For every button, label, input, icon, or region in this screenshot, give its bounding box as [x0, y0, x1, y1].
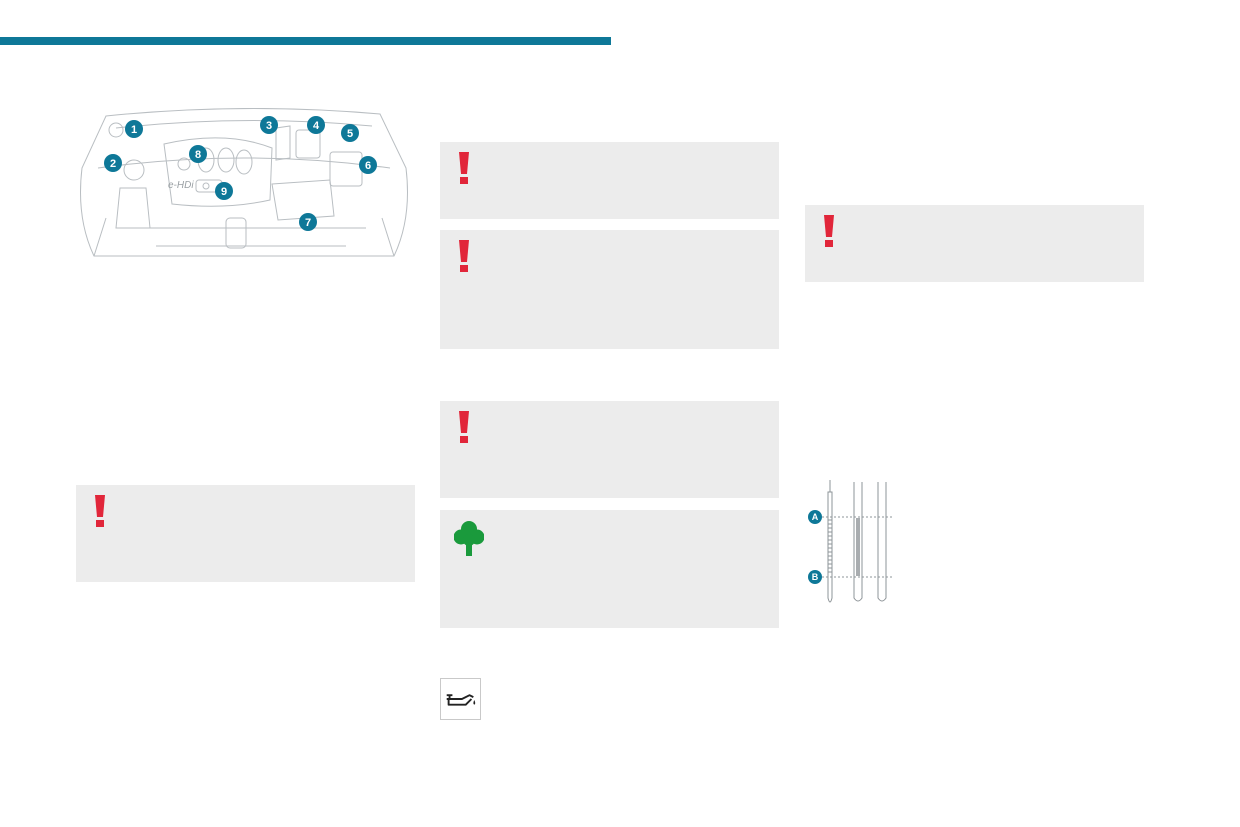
svg-text:8: 8 — [195, 149, 201, 161]
svg-text:4: 4 — [313, 120, 320, 132]
callout-marker: 7 — [299, 213, 317, 231]
warning-note — [440, 401, 779, 498]
eco-note — [440, 510, 779, 628]
svg-text:9: 9 — [221, 186, 227, 198]
callout-marker: 4 — [307, 116, 325, 134]
exclamation-warning-icon — [459, 411, 469, 443]
exclamation-warning-icon — [95, 495, 105, 527]
warning-note — [440, 230, 779, 349]
engine-logo-text: e-HDi — [168, 180, 194, 191]
svg-text:B: B — [812, 572, 819, 582]
callout-marker: 9 — [215, 182, 233, 200]
oil-pressure-icon-box — [440, 678, 481, 720]
engine-compartment-illustration: e-HDi 1 2 3 4 5 6 7 8 9 — [80, 108, 408, 257]
svg-text:5: 5 — [347, 128, 353, 140]
svg-text:7: 7 — [305, 217, 311, 229]
warning-note — [440, 142, 779, 219]
oil-can-icon — [446, 694, 476, 706]
svg-text:A: A — [812, 512, 819, 522]
level-marker-min: B — [808, 570, 822, 584]
warning-note — [805, 205, 1144, 282]
callout-marker: 6 — [359, 156, 377, 174]
svg-text:6: 6 — [365, 160, 371, 172]
section-header-rule — [0, 37, 611, 45]
exclamation-warning-icon — [824, 215, 834, 247]
svg-text:1: 1 — [131, 124, 137, 136]
eco-tree-icon — [454, 521, 484, 556]
callout-marker: 5 — [341, 124, 359, 142]
exclamation-warning-icon — [459, 152, 469, 184]
callout-marker: 2 — [104, 154, 122, 172]
level-marker-max: A — [808, 510, 822, 524]
callout-marker: 1 — [125, 120, 143, 138]
callout-marker: 3 — [260, 116, 278, 134]
dipstick-level-illustration: A B — [808, 480, 892, 603]
callout-marker: 8 — [189, 145, 207, 163]
warning-note — [76, 485, 415, 582]
exclamation-warning-icon — [459, 240, 469, 272]
svg-text:3: 3 — [266, 120, 272, 132]
svg-text:2: 2 — [110, 158, 116, 170]
